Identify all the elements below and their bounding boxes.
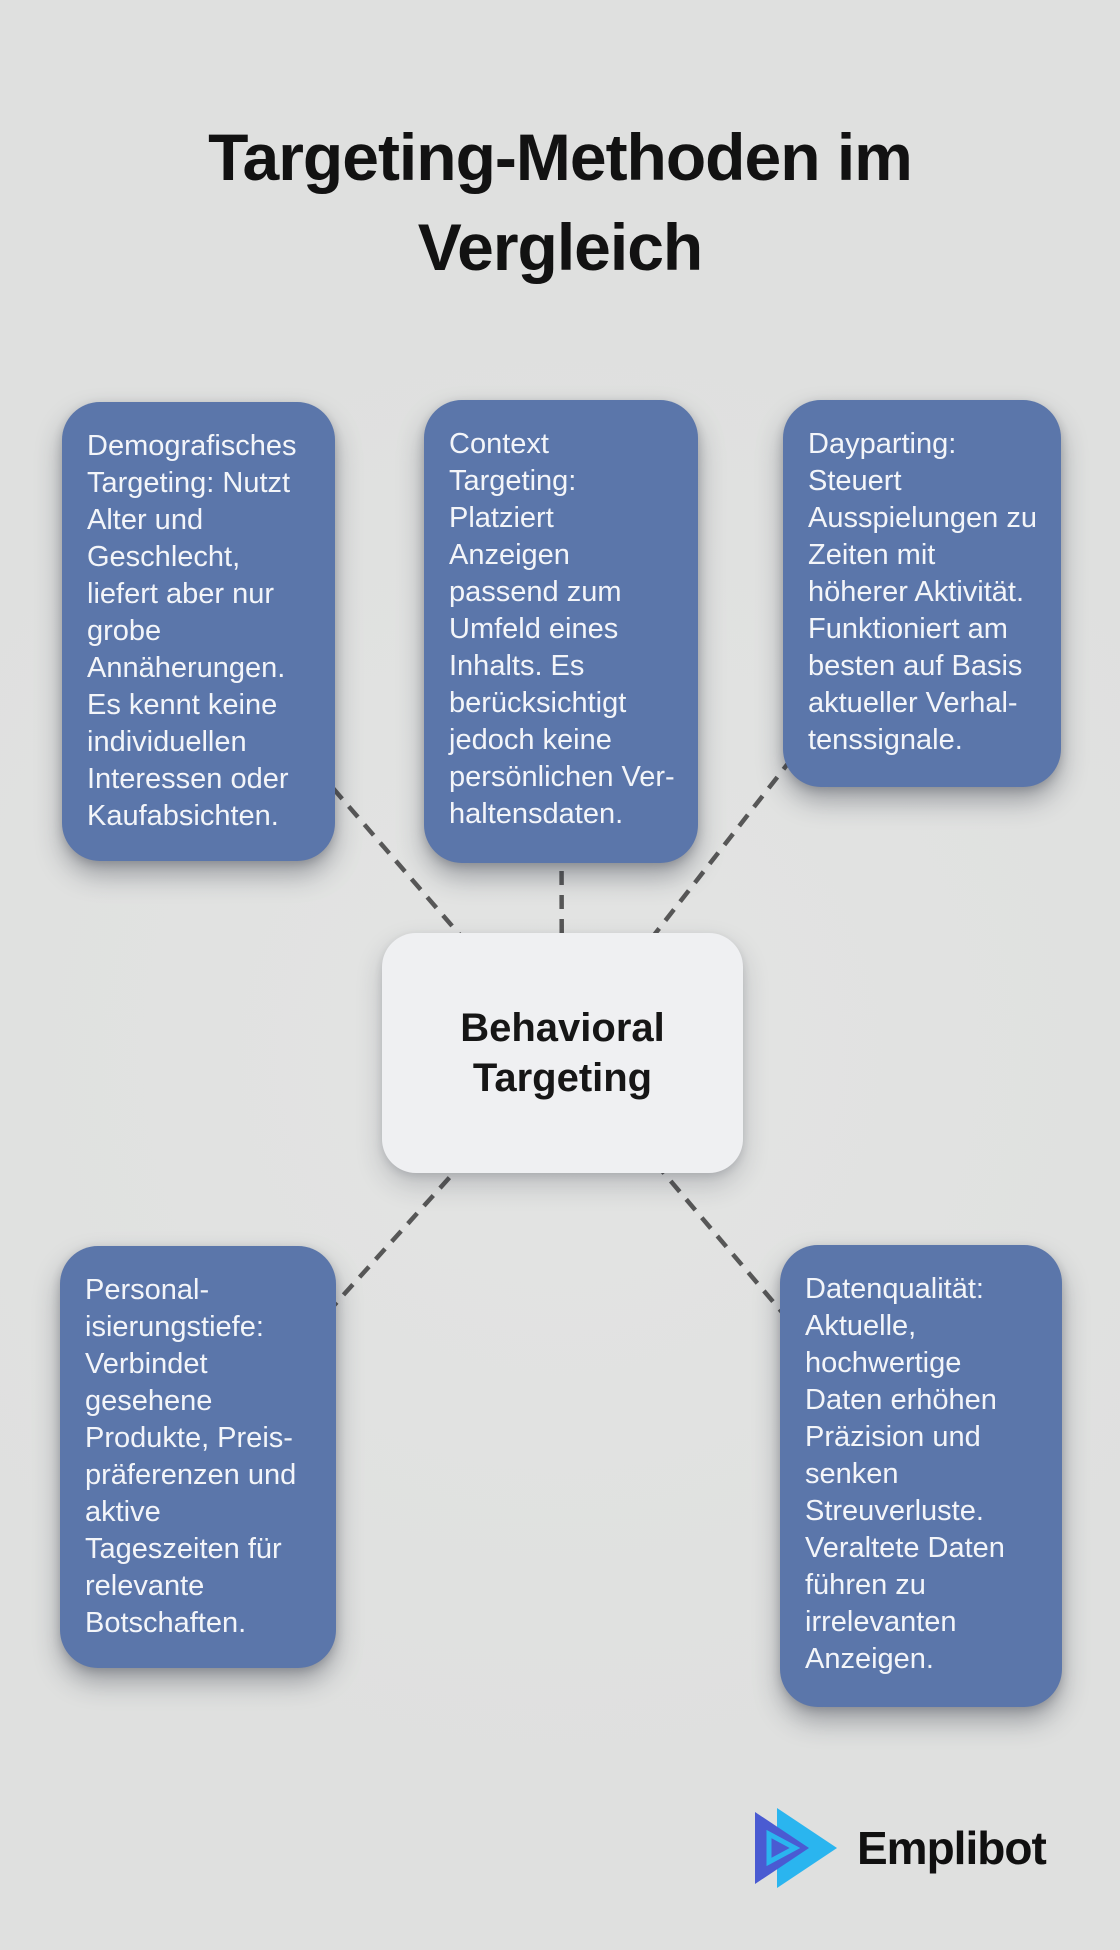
emplibot-play-icon <box>755 1808 837 1888</box>
connector-personalisierungstiefe <box>196 1051 564 1458</box>
brand-name: Emplibot <box>857 1822 1047 1874</box>
brand-logo: Emplibot <box>753 1808 1047 1888</box>
